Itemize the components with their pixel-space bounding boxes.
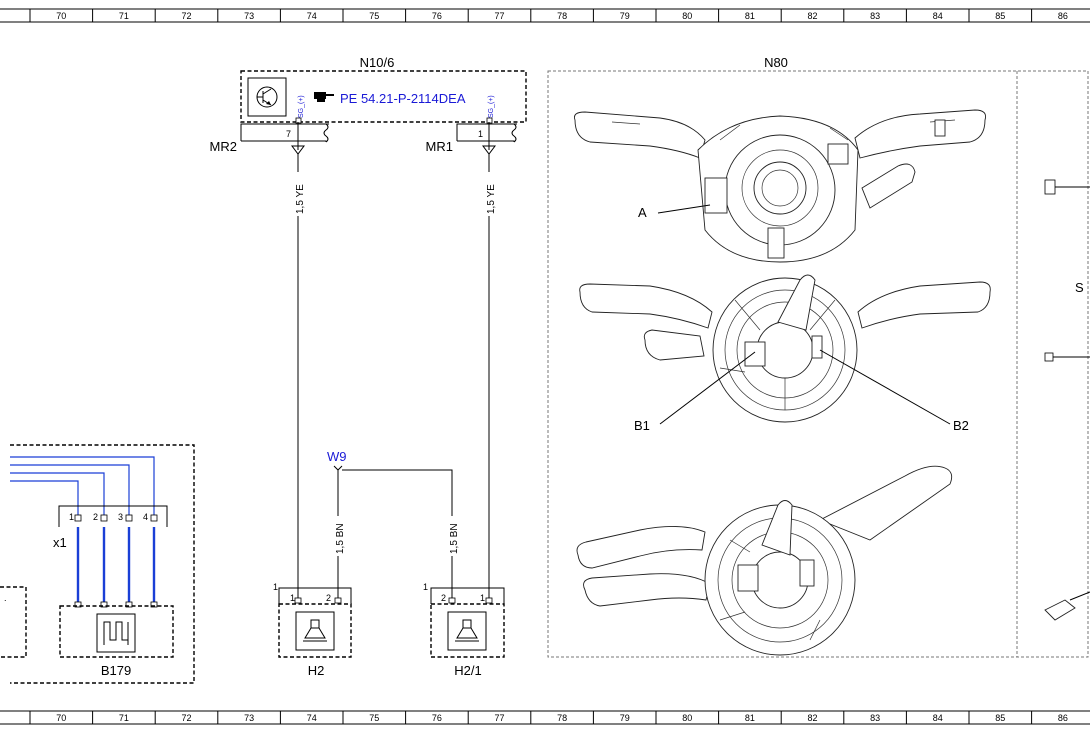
h2-1-component: 1 2 1 H2/1 [423, 582, 505, 678]
n10-6-label: N10/6 [360, 55, 395, 70]
svg-text:2: 2 [93, 512, 98, 522]
ruler-column-label: 70 [56, 11, 66, 21]
svg-text:1,5 BN: 1,5 BN [335, 523, 346, 554]
ruler-column-label: 73 [244, 713, 254, 723]
ruler-column-label: 74 [307, 713, 317, 723]
svg-text:2: 2 [326, 593, 331, 603]
horn-icon [303, 619, 327, 642]
svg-text:2: 2 [441, 593, 446, 603]
n80-label: N80 [764, 55, 788, 70]
wire-right-ye: 1,5 YE [483, 154, 497, 598]
wire-left-ye: 1,5 YE [292, 154, 306, 598]
heater-element-icon [103, 621, 129, 645]
b179-region: x1 1 2 3 4 B179 . [0, 444, 195, 684]
svg-text:1,5 YE: 1,5 YE [486, 184, 497, 214]
ruler-top: 70 71 72 73 74 75 76 77 78 79 80 81 82 83 84 85 86 [0, 8, 1090, 23]
ruler-column-label: 80 [682, 11, 692, 21]
ruler-column-label: 77 [494, 11, 504, 21]
x1-label: x1 [53, 535, 67, 550]
ruler-column-label: 82 [807, 11, 817, 21]
svg-text:1: 1 [69, 512, 74, 522]
ruler-column-label: 75 [369, 11, 379, 21]
callout-b1: B1 [634, 418, 650, 433]
h2-label: H2 [308, 663, 325, 678]
svg-text:1,5 YE: 1,5 YE [295, 184, 306, 214]
h2-1-label: H2/1 [454, 663, 481, 678]
horn-icon [455, 619, 479, 642]
ruler-column-label: 86 [1058, 11, 1068, 21]
callout-a: A [638, 205, 647, 220]
ruler-column-label: 71 [119, 713, 129, 723]
wire-right-bn: 1,5 BN [446, 516, 460, 556]
ruler-bottom: 70 71 72 73 74 75 76 77 78 79 80 81 82 83 84 85 86 [0, 710, 1090, 725]
ruler-column-label: 79 [620, 713, 630, 723]
ruler-column-label: 76 [432, 713, 442, 723]
ruler-column-label: 80 [682, 713, 692, 723]
steering-column-switch-view-c [576, 465, 953, 656]
ruler-column-label: 77 [494, 713, 504, 723]
steering-column-switch-view-b: B1 B2 [579, 274, 991, 433]
n80-module: N80 A [547, 55, 1090, 658]
ruler-column-label: 76 [432, 11, 442, 21]
transistor-icon [256, 86, 278, 108]
svg-text:7: 7 [286, 129, 291, 139]
ruler-column-label: 81 [745, 11, 755, 21]
ruler-column-label: 73 [244, 11, 254, 21]
svg-text:1,5 BN: 1,5 BN [449, 523, 460, 554]
ruler-column-label: 71 [119, 11, 129, 21]
b179-label: B179 [101, 663, 131, 678]
blue-wires [10, 456, 156, 604]
svg-text:1: 1 [273, 582, 278, 592]
callout-b2: B2 [953, 418, 969, 433]
ruler-column-label: 85 [995, 11, 1005, 21]
wire-left-bn: 1,5 BN [332, 516, 346, 556]
n80-edge-letter: S [1075, 280, 1084, 295]
connector-partial-bottom [1044, 591, 1090, 621]
svg-text:1: 1 [423, 582, 428, 592]
svg-text:3: 3 [118, 512, 123, 522]
svg-text:1: 1 [290, 593, 295, 603]
svg-text:.: . [4, 593, 7, 603]
ruler-column-label: 78 [557, 713, 567, 723]
ruler-column-label: 72 [181, 713, 191, 723]
transistor-icon-frame [247, 77, 287, 117]
connector-partial-top [1044, 179, 1090, 195]
ruler-column-label: 70 [56, 713, 66, 723]
svg-text:1: 1 [478, 129, 483, 139]
ruler-column-label: 85 [995, 713, 1005, 723]
ruler-column-label: 83 [870, 713, 880, 723]
hand-pointer-icon [314, 92, 334, 102]
h2-component: 1 1 2 H2 [273, 582, 352, 678]
ruler-column-label: 84 [933, 11, 943, 21]
mr2-label: MR2 [210, 139, 237, 154]
mr2-ground: 7 MR2 [210, 122, 329, 155]
ruler-column-label: 82 [807, 713, 817, 723]
w9-label: W9 [327, 449, 347, 464]
n10-6-sig-right: SG_(+) [488, 95, 495, 118]
ruler-column-label: 78 [557, 11, 567, 21]
mr1-label: MR1 [426, 139, 453, 154]
ruler-column-label: 83 [870, 11, 880, 21]
ruler-column-label: 79 [620, 11, 630, 21]
n10-6-sig-left: SG_(+) [298, 95, 305, 118]
ruler-column-label: 72 [181, 11, 191, 21]
svg-text:1: 1 [480, 593, 485, 603]
ruler-column-label: 84 [933, 713, 943, 723]
ruler-column-label: 74 [307, 11, 317, 21]
n10-6-reference-link[interactable]: PE 54.21-P-2114DEA [340, 91, 466, 106]
connector-partial-mid [1044, 352, 1090, 362]
ruler-column-label: 81 [745, 713, 755, 723]
ruler-column-label: 86 [1058, 713, 1068, 723]
steering-column-switch-view-a: A [574, 109, 986, 263]
ruler-column-label: 75 [369, 713, 379, 723]
n10-6-module: N10/6 SG_(+) SG_(+) PE 54.21-P-2114DEA [240, 55, 527, 124]
mr1-ground: 1 MR1 [426, 122, 517, 155]
svg-text:4: 4 [143, 512, 148, 522]
